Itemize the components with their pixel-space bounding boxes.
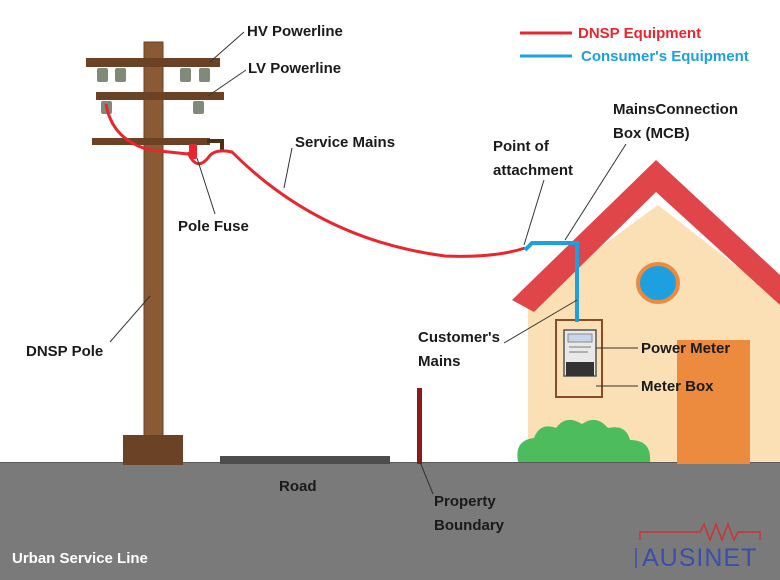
label-mcb-line1: MainsConnection	[613, 101, 738, 118]
door	[677, 340, 750, 464]
ground	[0, 462, 780, 580]
legend-label-dnsp: DNSP Equipment	[578, 25, 701, 42]
label-point-of-attachment-line1: Point of	[493, 138, 550, 155]
label-lv-powerline: LV Powerline	[248, 60, 341, 77]
label-property-boundary-line2: Boundary	[434, 517, 505, 534]
label-dnsp-pole: DNSP Pole	[26, 343, 103, 360]
road-surface	[220, 456, 390, 464]
legend: DNSP Equipment Consumer's Equipment	[520, 25, 749, 65]
dnsp-wiring	[104, 103, 526, 258]
house-icon	[512, 160, 780, 464]
logo-text: AUSINET	[642, 544, 757, 572]
label-point-of-attachment-line2: attachment	[493, 162, 573, 179]
consumer-wiring	[523, 241, 579, 322]
footer-title: Urban Service Line	[12, 550, 148, 567]
legend-label-consumer: Consumer's Equipment	[581, 48, 749, 65]
pole-icon	[86, 41, 224, 465]
label-power-meter: Power Meter	[641, 340, 730, 357]
label-property-boundary-line1: Property	[434, 493, 496, 510]
pole-fuse-device	[189, 144, 197, 159]
bush-icon	[517, 419, 651, 462]
label-meter-box: Meter Box	[641, 378, 714, 395]
resistor-logo-icon	[639, 521, 761, 543]
label-road: Road	[279, 478, 317, 495]
ausinet-logo: AUSINET	[635, 521, 761, 572]
label-customers-mains-line2: Mains	[418, 353, 461, 370]
property-boundary-post	[417, 388, 422, 464]
label-customers-mains-line1: Customer's	[418, 329, 500, 346]
meter-box	[555, 319, 603, 398]
label-pole-fuse: Pole Fuse	[178, 218, 249, 235]
meter-icon	[563, 329, 597, 377]
label-service-mains: Service Mains	[295, 134, 395, 151]
label-mcb-line2: Box (MCB)	[613, 125, 690, 142]
label-hv-powerline: HV Powerline	[247, 23, 343, 40]
leader-lines	[109, 31, 638, 495]
